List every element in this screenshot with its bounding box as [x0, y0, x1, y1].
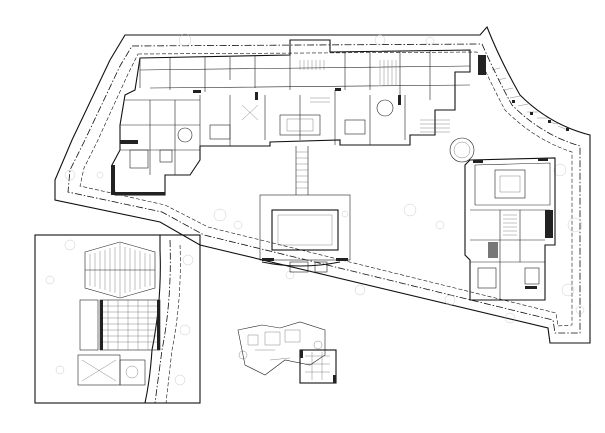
landscape-trees — [64, 33, 585, 324]
walkway — [295, 146, 309, 195]
main-house — [111, 39, 486, 196]
property-boundary — [54, 25, 591, 344]
east-wing — [464, 157, 556, 301]
detail-inset — [34, 234, 201, 404]
pool-pavilion — [259, 194, 351, 273]
terrace-steps — [491, 67, 569, 131]
key-plan — [237, 321, 337, 384]
